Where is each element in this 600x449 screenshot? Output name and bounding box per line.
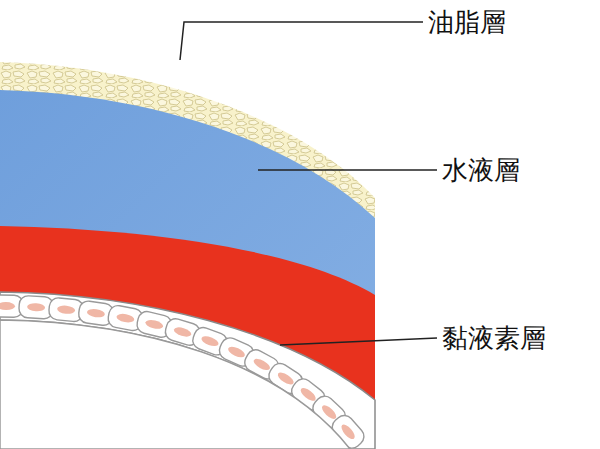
layer-label: 黏液素層 bbox=[442, 323, 546, 353]
leader-line bbox=[258, 169, 437, 171]
layer-label: 油脂層 bbox=[428, 7, 506, 37]
tissue-below bbox=[0, 320, 350, 449]
epithelial-cells bbox=[0, 295, 368, 449]
epithelial-cell bbox=[18, 295, 53, 319]
layer-label: 水液層 bbox=[442, 155, 520, 185]
water-layer bbox=[0, 90, 375, 449]
leader-line bbox=[280, 338, 437, 345]
leader-line bbox=[180, 22, 423, 60]
oil-layer bbox=[0, 62, 375, 449]
mucin-layer bbox=[0, 226, 375, 449]
epithelium-band bbox=[0, 292, 375, 449]
